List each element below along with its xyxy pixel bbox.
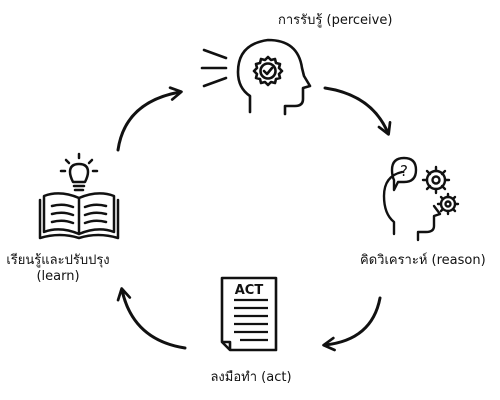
act-document-icon xyxy=(220,276,278,352)
reason-label: คิดวิเคราะห์ (reason) xyxy=(360,253,486,268)
head-gear-check-icon xyxy=(200,38,312,116)
arrow-reason-to-act xyxy=(322,296,382,352)
learn-label-line1: เรียนรู้และปรับปรุง xyxy=(6,253,110,268)
perceive-label: การรับรู้ (perceive) xyxy=(278,13,393,28)
open-book-lightbulb-icon xyxy=(38,152,120,240)
learn-label-line2: (learn) xyxy=(36,269,80,284)
arrow-learn-to-perceive xyxy=(116,86,183,152)
svg-text:?: ? xyxy=(400,162,408,180)
arrow-perceive-to-reason xyxy=(323,86,392,136)
arrow-act-to-learn xyxy=(116,287,187,350)
learn-label: เรียนรู้และปรับปรุง (learn) xyxy=(0,253,116,285)
act-label: ลงมือทำ (act) xyxy=(210,370,292,385)
head-question-gears-icon: ? xyxy=(382,156,460,242)
act-doc-text: ACT xyxy=(235,283,264,298)
